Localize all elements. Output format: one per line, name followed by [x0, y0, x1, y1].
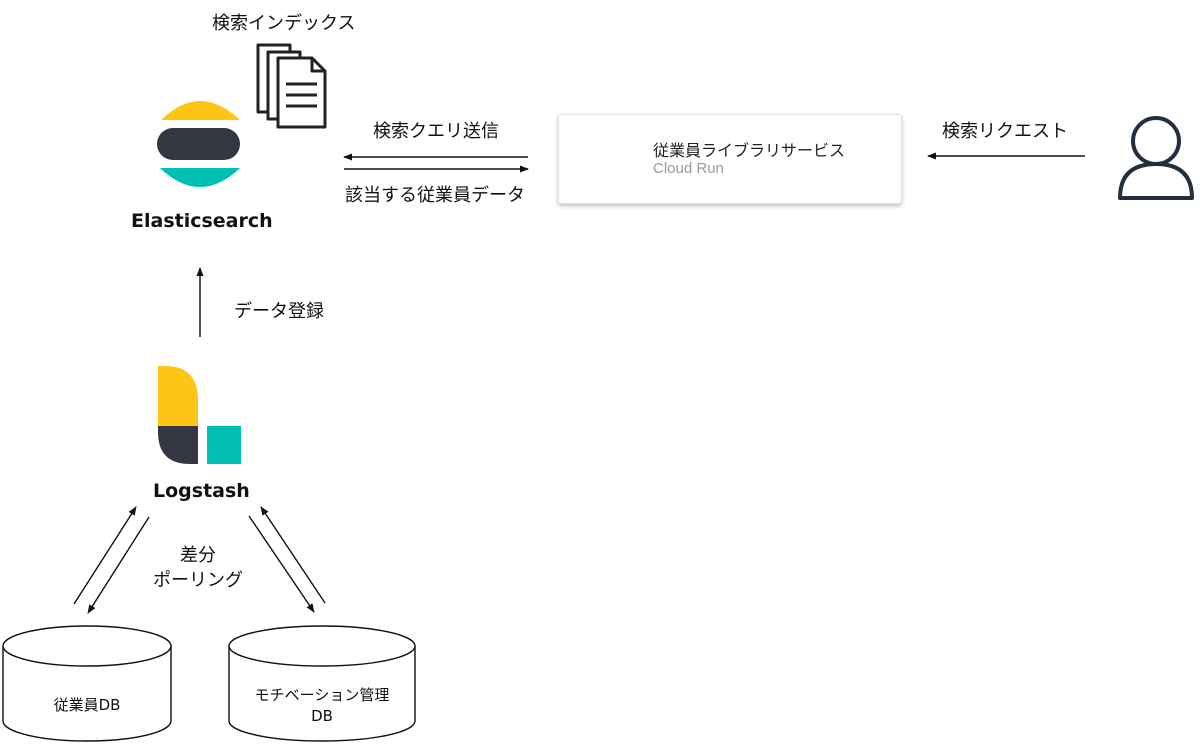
arrows: [73, 152, 1085, 614]
motivation-db-label-line1: モチベーション管理: [254, 686, 390, 704]
data-register-label: データ登録: [234, 301, 324, 322]
user-icon: [1118, 116, 1194, 200]
employee-db-label: 従業員DB: [53, 696, 121, 714]
motivation-db-label-line2: DB: [311, 707, 333, 725]
diff-polling-line1: 差分: [180, 545, 216, 566]
arrow-motivation-db-up: [260, 506, 326, 604]
motivation-db-cylinder: [228, 625, 416, 742]
documents-icon: [256, 43, 327, 129]
service-title: 従業員ライブラリサービス: [653, 141, 846, 160]
search-request-label: 検索リクエスト: [942, 121, 1068, 142]
elasticsearch-logo: [157, 101, 240, 187]
logstash-label: Logstash: [153, 480, 250, 502]
logstash-logo: [158, 366, 241, 464]
diff-polling-line2: ポーリング: [153, 570, 243, 591]
employee-db-cylinder: [2, 625, 172, 742]
matching-data-label: 該当する従業員データ: [345, 185, 525, 206]
employee-library-service-card: 従業員ライブラリサービス Cloud Run: [558, 114, 902, 204]
arrow-employee-db-up: [73, 506, 137, 605]
elasticsearch-label: Elasticsearch: [131, 210, 273, 232]
search-index-label: 検索インデックス: [212, 13, 356, 34]
arrow-motivation-db-down: [248, 515, 315, 613]
query-send-label: 検索クエリ送信: [373, 121, 499, 142]
service-platform: Cloud Run: [653, 160, 724, 177]
arrow-employee-db-down: [87, 516, 150, 614]
